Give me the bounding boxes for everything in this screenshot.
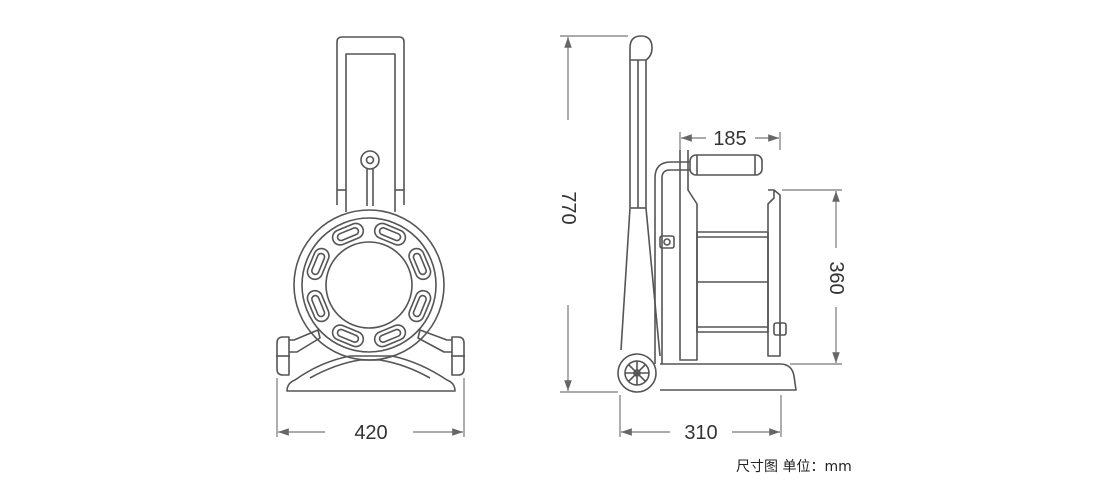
front-reel-outer (293, 209, 445, 361)
reel-slot-inner (336, 328, 360, 343)
reel-slot-inner (378, 328, 402, 343)
side-wheel (617, 353, 657, 393)
reel-slot (408, 247, 432, 281)
front-leg-left (289, 329, 321, 353)
front-reel-inner (325, 241, 413, 329)
reel-slot (306, 289, 330, 323)
reel-slot (331, 324, 365, 348)
dim-side-depth-label: 310 (684, 422, 717, 444)
reel-slot (373, 324, 407, 348)
side-grip (689, 154, 763, 176)
front-knob (360, 150, 380, 170)
front-wheel-right (451, 336, 465, 376)
front-reel-ring (301, 217, 437, 353)
side-frame-arm (654, 161, 690, 364)
reel-slot (373, 222, 407, 246)
unit-note-label: 尺寸图 单位： (736, 459, 825, 475)
front-handle-inner (345, 53, 396, 212)
side-reel-plate-left (679, 150, 698, 361)
dim-reel-width-label: 185 (713, 128, 746, 150)
front-base (286, 355, 456, 392)
reel-slot (408, 289, 432, 323)
side-base (660, 363, 797, 391)
reel-slot-inner (336, 227, 360, 242)
dim-side-height-label: 770 (557, 191, 579, 224)
unit-note: 尺寸图 单位：mm (736, 456, 852, 476)
dim-reel-diameter-label: 360 (825, 261, 847, 294)
reel-slot-inner (378, 227, 402, 242)
side-handle-top (629, 35, 653, 61)
reel-slot-inner (311, 294, 326, 318)
dim-front-width (276, 378, 465, 437)
reel-slot (306, 247, 330, 281)
front-handle-outer (336, 36, 405, 205)
reel-slot (331, 222, 365, 246)
dim-reel-width (679, 132, 781, 150)
reel-slot-inner (311, 252, 326, 276)
side-view (617, 35, 797, 393)
front-wheel-left (276, 336, 290, 376)
side-hub-bolt (659, 235, 675, 249)
front-view (276, 36, 465, 392)
dim-front-width-label: 420 (354, 422, 387, 444)
dim-side-height (560, 35, 628, 393)
front-reel-slots (306, 222, 432, 348)
front-leg-right (417, 329, 452, 353)
dim-side-depth (619, 395, 782, 437)
unit-note-unit: mm (824, 459, 852, 475)
reel-slot-inner (412, 252, 427, 276)
dim-reel-diameter (782, 189, 842, 365)
reel-slot-inner (412, 294, 427, 318)
